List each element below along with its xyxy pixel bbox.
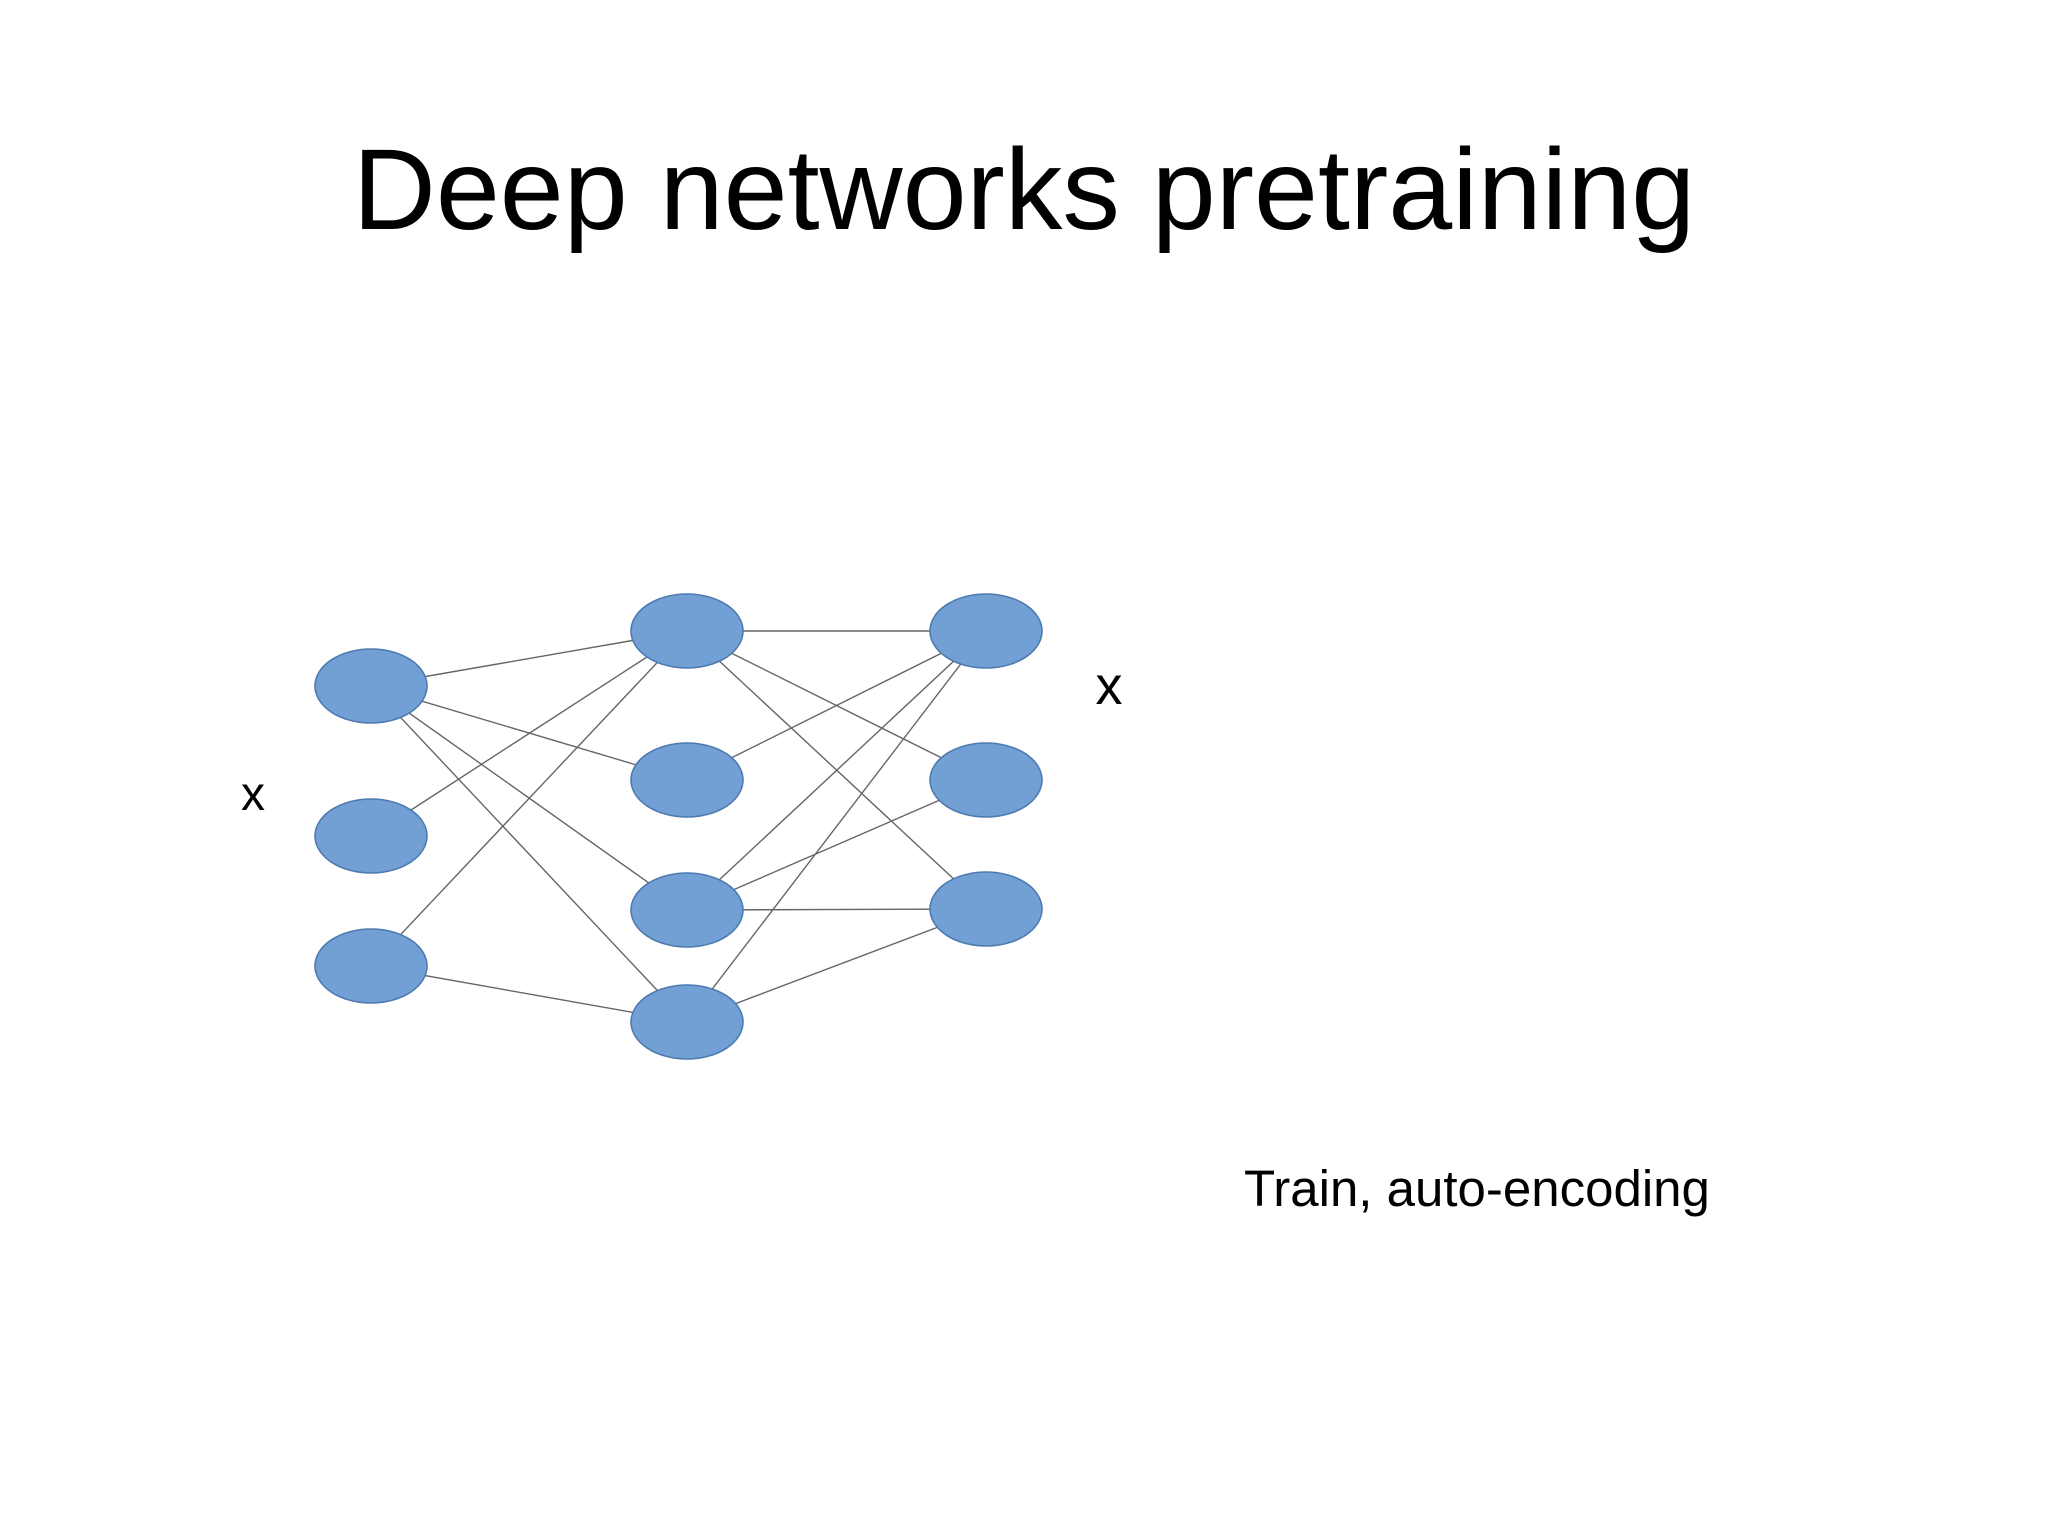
network-node-hidden-M2 (630, 742, 744, 818)
network-node-output-R2 (929, 742, 1043, 818)
network-node-hidden-M1 (630, 593, 744, 669)
network-edge-M3-R1 (686, 630, 987, 911)
network-node-output-R1 (929, 593, 1043, 669)
network-edge-M4-R3 (686, 908, 987, 1023)
network-edge-L2-M1 (370, 630, 688, 837)
network-edge-M3-R2 (686, 779, 987, 911)
output-vector-label: x (1095, 656, 1123, 716)
network-node-hidden-M3 (630, 872, 744, 948)
network-node-input-L2 (314, 798, 428, 874)
network-edge-M4-R1 (686, 630, 987, 1023)
slide-title: Deep networks pretraining (352, 126, 1696, 254)
network-node-input-L1 (314, 648, 428, 724)
input-vector-label: x (241, 768, 265, 821)
caption-text: Train, auto-encoding (1244, 1160, 1710, 1217)
network-edge-L1-M4 (370, 685, 688, 1023)
network-node-input-L3 (314, 928, 428, 1004)
network-edge-M2-R1 (686, 630, 987, 781)
network-node-output-R3 (929, 871, 1043, 947)
network-edge-L3-M1 (370, 630, 688, 967)
network-node-hidden-M4 (630, 984, 744, 1060)
